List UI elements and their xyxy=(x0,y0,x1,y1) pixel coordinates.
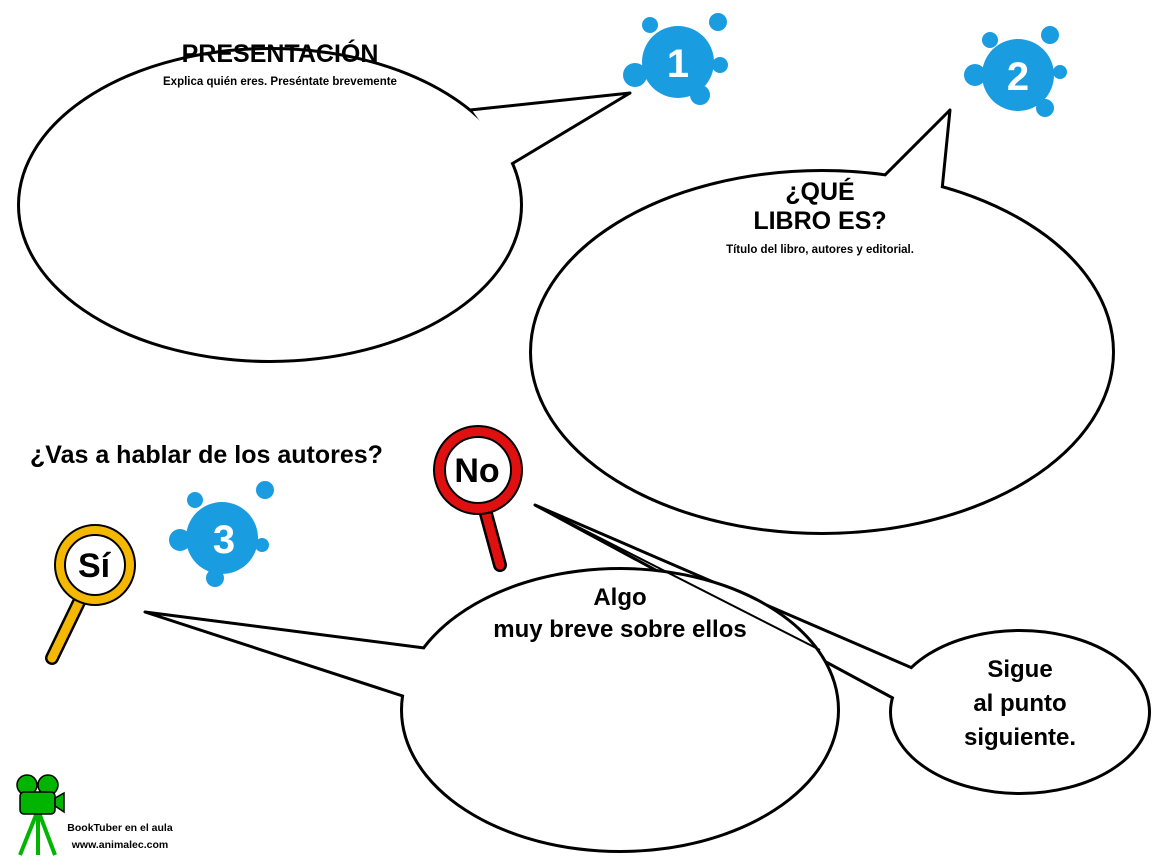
speech-bubble-book xyxy=(529,108,1115,535)
no-magnifier-icon xyxy=(433,425,523,572)
footer-url: www.animalec.com xyxy=(71,839,169,851)
next-point-line1: Sigue xyxy=(987,656,1053,683)
speech-bubble-authors xyxy=(143,567,840,853)
book-subtitle: Título del libro, autores y editorial. xyxy=(726,244,914,256)
splat-icon-3 xyxy=(169,481,274,587)
footer-title: BookTuber en el aula xyxy=(67,822,173,834)
no-label: No xyxy=(454,452,499,490)
authors-bubble-line1: Algo xyxy=(593,584,647,611)
splat-icon-2 xyxy=(964,26,1067,117)
presentation-subtitle: Explica quién eres. Preséntate brevement… xyxy=(163,76,397,88)
speech-bubble-presentation xyxy=(17,47,632,363)
splat-icon-1 xyxy=(623,13,728,105)
book-title-line1: ¿QUÉ xyxy=(785,178,855,206)
camera-logo-icon xyxy=(16,774,65,856)
step-number-2: 2 xyxy=(1007,55,1029,99)
next-point-line2: al punto xyxy=(973,690,1067,717)
presentation-title: PRESENTACIÓN xyxy=(181,40,379,68)
authors-question: ¿Vas a hablar de los autores? xyxy=(30,441,383,469)
yes-magnifier-icon xyxy=(45,524,136,665)
next-point-line3: siguiente. xyxy=(963,724,1077,751)
yes-label: Sí xyxy=(78,547,112,585)
step-number-3: 3 xyxy=(213,518,235,562)
book-title-line2: LIBRO ES? xyxy=(753,207,887,235)
authors-bubble-line2: muy breve sobre ellos xyxy=(493,616,747,643)
step-number-1: 1 xyxy=(667,42,689,86)
